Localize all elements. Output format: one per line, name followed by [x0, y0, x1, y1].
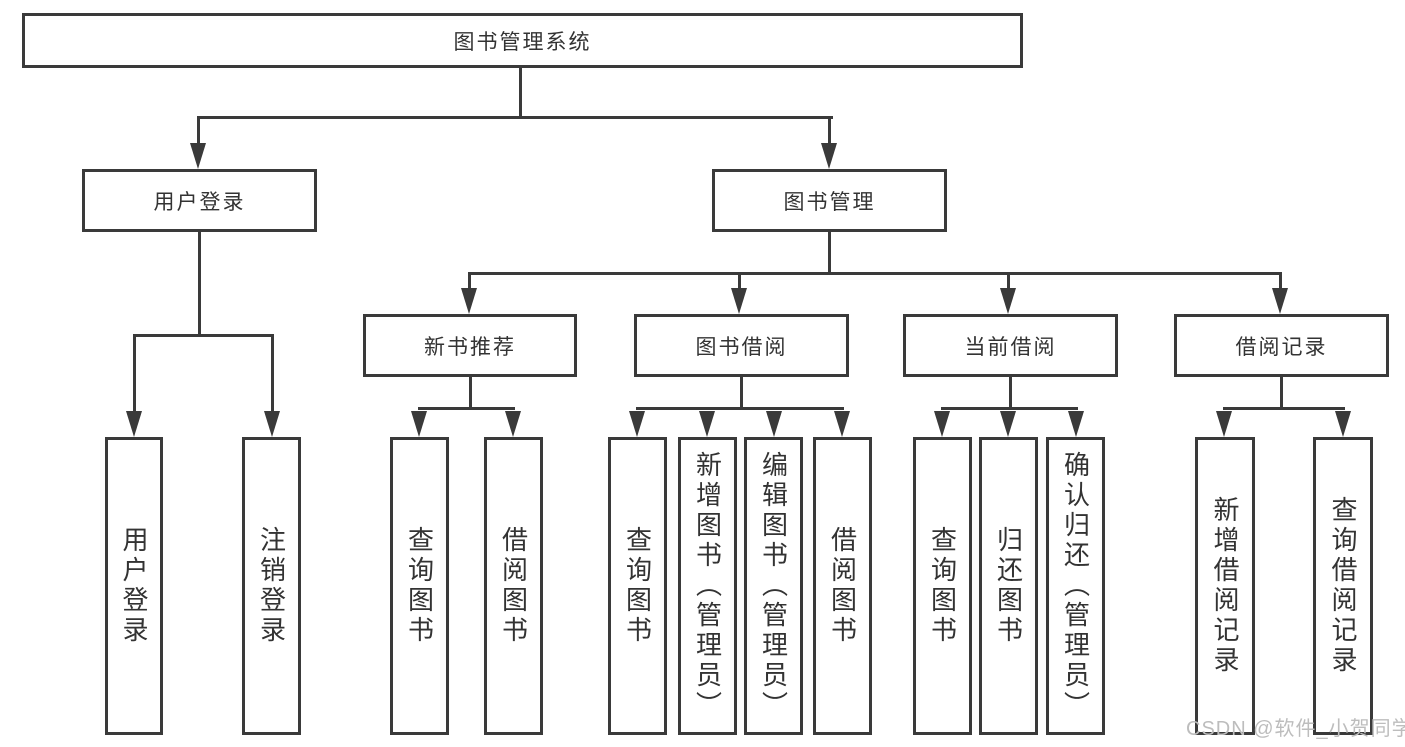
leaf-query-books-current: 查询图书 [913, 437, 972, 735]
csdn-watermark: CSDN @软件_小贺同学 [1186, 718, 1405, 740]
node-book-borrow: 图书借阅 [634, 314, 849, 377]
connector-line [469, 375, 472, 410]
node-borrow-records: 借阅记录 [1174, 314, 1389, 377]
connector-line [1223, 407, 1345, 410]
node-book-management: 图书管理 [712, 169, 947, 232]
arrow-down-icon [834, 411, 850, 437]
node-current-borrow: 当前借阅 [903, 314, 1118, 377]
connector-line [1009, 375, 1012, 410]
leaf-edit-books-admin: 编辑图书（管理员） [744, 437, 803, 735]
arrow-down-icon [934, 411, 950, 437]
arrow-down-icon [461, 288, 477, 314]
arrow-down-icon [126, 411, 142, 437]
connector-line [271, 337, 274, 413]
connector-line [941, 407, 1078, 410]
arrow-down-icon [731, 288, 747, 314]
connector-line [1279, 275, 1282, 290]
connector-line [197, 116, 833, 119]
connector-line [828, 231, 831, 274]
arrow-down-icon [264, 411, 280, 437]
leaf-add-borrow-record: 新增借阅记录 [1195, 437, 1255, 735]
arrow-down-icon [1000, 411, 1016, 437]
connector-line [133, 337, 136, 413]
arrow-down-icon [190, 143, 206, 169]
leaf-query-books-recommend: 查询图书 [390, 437, 449, 735]
arrow-down-icon [1272, 288, 1288, 314]
arrow-down-icon [1335, 411, 1351, 437]
connector-line [468, 272, 1282, 275]
connector-line [468, 275, 471, 290]
connector-line [636, 407, 844, 410]
connector-line [198, 230, 201, 336]
leaf-borrow-books-recommend: 借阅图书 [484, 437, 543, 735]
leaf-return-books: 归还图书 [979, 437, 1038, 735]
arrow-down-icon [1000, 288, 1016, 314]
arrow-down-icon [629, 411, 645, 437]
connector-line [418, 407, 515, 410]
leaf-query-books-borrow: 查询图书 [608, 437, 667, 735]
leaf-borrow-books: 借阅图书 [813, 437, 872, 735]
node-user-login: 用户登录 [82, 169, 317, 232]
connector-line [828, 119, 831, 147]
arrow-down-icon [1216, 411, 1232, 437]
node-new-book-recommend: 新书推荐 [363, 314, 577, 377]
connector-line [740, 375, 743, 410]
arrow-down-icon [766, 411, 782, 437]
leaf-user-login: 用户登录 [105, 437, 163, 735]
arrow-down-icon [505, 411, 521, 437]
leaf-confirm-return-admin: 确认归还（管理员） [1046, 437, 1105, 735]
leaf-add-books-admin: 新增图书（管理员） [678, 437, 737, 735]
connector-line [133, 334, 274, 337]
connector-line [1007, 275, 1010, 290]
connector-line [1280, 375, 1283, 410]
arrow-down-icon [1068, 411, 1084, 437]
leaf-query-borrow-record: 查询借阅记录 [1313, 437, 1373, 735]
arrow-down-icon [699, 411, 715, 437]
leaf-logout: 注销登录 [242, 437, 301, 735]
arrow-down-icon [411, 411, 427, 437]
arrow-down-icon [821, 143, 837, 169]
node-root: 图书管理系统 [22, 13, 1023, 68]
connector-line [519, 66, 522, 119]
connector-line [197, 119, 200, 147]
connector-line [738, 275, 741, 290]
